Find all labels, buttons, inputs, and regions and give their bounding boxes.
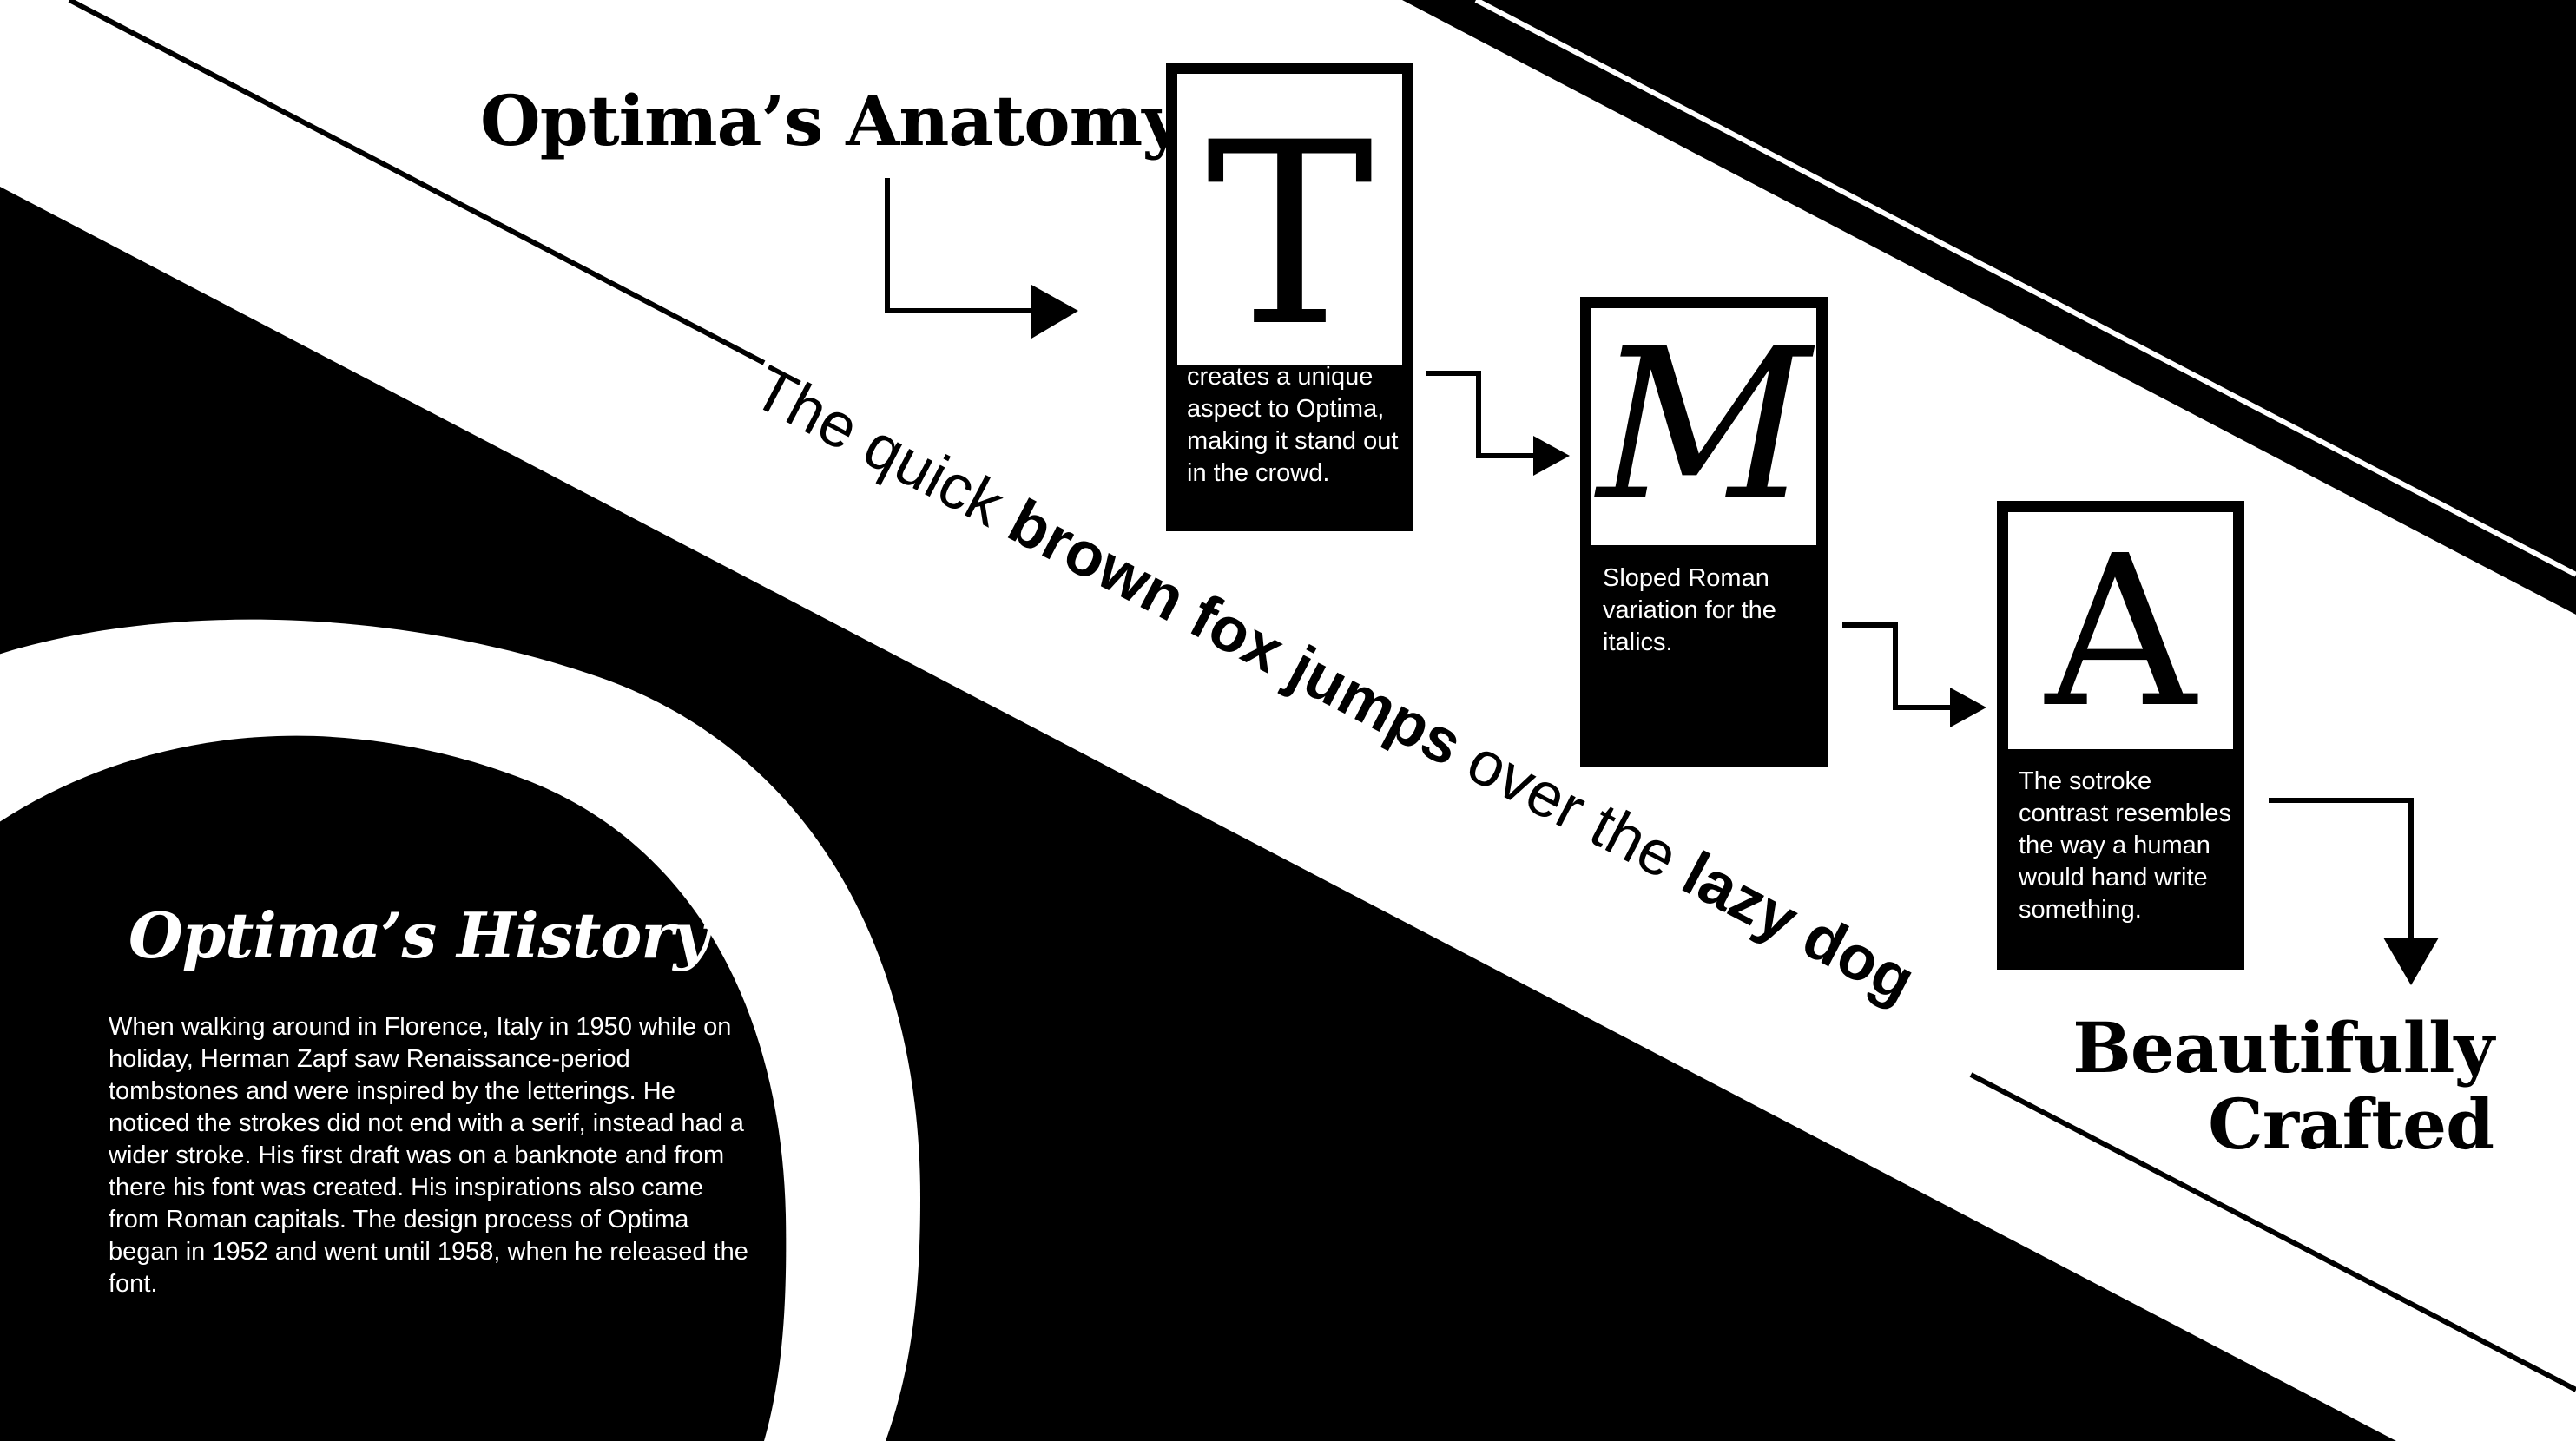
letter-a-description: The sotroke contrast resembles the way a… (2019, 767, 2231, 924)
band-line-upper (68, 0, 766, 365)
closing-line-2: Crafted (2208, 1083, 2494, 1165)
arrowhead-icon (1533, 436, 1570, 476)
closing-line-1: Beautifully (2072, 1007, 2494, 1089)
arrow-title-to-t (885, 178, 1033, 313)
top-right-wedge (1404, 0, 2576, 595)
arrow-m-to-a (1842, 622, 1952, 710)
arrowhead-icon (1031, 285, 1078, 339)
letter-box: T (1177, 74, 1402, 365)
o-ring-inner (0, 735, 787, 1441)
closing-statement: Beautifully Crafted (2072, 1010, 2494, 1162)
arrowhead-icon (1950, 688, 1986, 727)
letter-box: M (1591, 308, 1816, 545)
letter-card-a: A The sotroke contrast resembles the way… (1997, 501, 2244, 970)
arrowhead-down-icon (2383, 938, 2439, 985)
letter-box: A (2008, 512, 2233, 749)
history-title: Optima’s History (128, 898, 709, 972)
letter-card-m: M Sloped Roman variation for the italics… (1580, 297, 1828, 767)
arrow-t-to-m (1426, 371, 1535, 458)
wedge-line (1474, 0, 2576, 577)
letter-m-description: Sloped Roman variation for the italics. (1603, 564, 1776, 656)
letter-t-description: Glyphic serifs creates a unique aspect t… (1187, 331, 1399, 487)
history-body: When walking around in Florence, Italy i… (109, 1013, 748, 1298)
letter-t-glyph: T (1205, 89, 1374, 382)
band-line-lower (1969, 1072, 2576, 1392)
anatomy-title: Optima’s Anatomy (480, 80, 1183, 161)
arrow-a-to-closing (2269, 798, 2414, 946)
letter-card-t: T Glyphic serifs creates a unique aspect… (1166, 63, 1413, 531)
letter-m-glyph: M (1597, 304, 1811, 547)
letter-a-glyph: A (2045, 510, 2197, 753)
